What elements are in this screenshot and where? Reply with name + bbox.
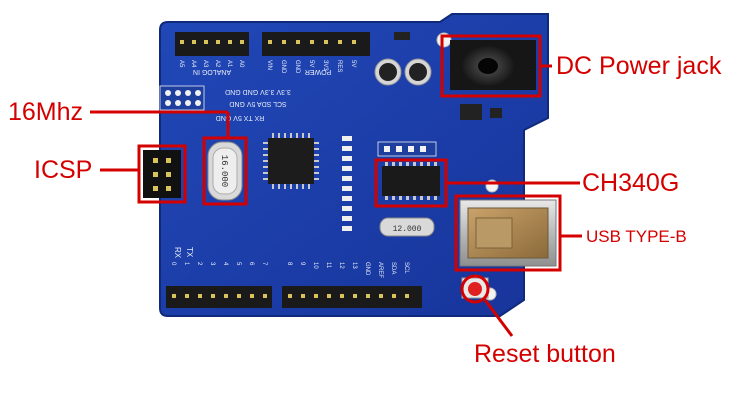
- icsp-header: [143, 150, 181, 198]
- digital-pin-label: 12: [338, 262, 344, 269]
- resistor-column: [342, 136, 352, 231]
- rx-label: RX: [173, 247, 182, 259]
- icsp-label: ICSP: [34, 156, 93, 184]
- silk-pad-grid: [159, 85, 205, 111]
- digital-pin-label: 5: [235, 262, 241, 266]
- pad-strip: [377, 141, 437, 157]
- digital-pin-label: 13: [351, 262, 357, 269]
- usb-type-b-label: USB TYPE-B: [586, 227, 687, 246]
- usb-crystal: [379, 217, 435, 237]
- power-pin-label: 5V: [308, 60, 314, 67]
- electrolytic-capacitors: [374, 58, 432, 86]
- analog-pin-label: A4: [190, 60, 196, 68]
- crystal-16mhz-label: 16Mhz: [8, 98, 84, 126]
- crystal-marking: 16.000: [219, 155, 229, 187]
- power-pin-label: 3V3: [322, 60, 328, 71]
- digital-header-right: [282, 286, 422, 308]
- silk-row-1: 3.3V 3.3V GND GND: [225, 88, 291, 95]
- digital-pin-label: 3: [209, 262, 215, 266]
- digital-pin-label: 11: [325, 262, 331, 269]
- digital-pin-label: SCL: [403, 262, 409, 274]
- power-pin-label: GND: [280, 60, 286, 74]
- analog-pin-label: A0: [238, 60, 244, 68]
- analog-pin-label: A5: [178, 60, 184, 68]
- digital-pin-label: 1: [183, 262, 189, 266]
- silk-row-2: SCL SDA 5V GND: [229, 100, 286, 107]
- reset-highlight: [460, 274, 490, 304]
- smd-diode: [394, 32, 410, 40]
- digital-pin-label: 7: [261, 262, 267, 266]
- power-header-title: POWER: [305, 68, 331, 75]
- reset-button-cap: [468, 282, 482, 296]
- analog-pin-label: A1: [226, 60, 232, 68]
- analog-header: [175, 32, 249, 56]
- ch340g-chip: [382, 162, 440, 200]
- power-pin-label: VIN: [266, 60, 272, 70]
- icsp-highlight: [137, 144, 187, 204]
- digital-pin-label: 0: [170, 262, 176, 266]
- silk-row-3: RX TX 5V GND: [216, 114, 265, 121]
- ch340g-label: CH340G: [582, 169, 680, 197]
- mcu-chip: [263, 133, 319, 189]
- digital-pin-label: AREF: [377, 262, 383, 278]
- power-pin-label: GND: [294, 60, 300, 74]
- usb-highlight: [454, 194, 562, 272]
- reset-button-label: Reset button: [474, 340, 616, 368]
- digital-pin-label: 4: [222, 262, 228, 266]
- usb-crystal-marking: 12.000: [393, 225, 422, 234]
- analog-pin-label: A2: [214, 60, 220, 68]
- power-pin-label: 5V: [350, 60, 356, 67]
- power-pin-label: RES: [336, 60, 342, 72]
- digital-pin-label: 10: [312, 262, 318, 269]
- digital-pin-label: GND: [364, 262, 370, 276]
- analog-pin-label: A3: [202, 60, 208, 68]
- tx-label: TX: [185, 247, 194, 258]
- digital-pin-label: SDA: [390, 262, 396, 274]
- voltage-regulator: [460, 104, 482, 120]
- reset-leader: [483, 299, 514, 337]
- digital-header-left: [166, 286, 272, 308]
- digital-pin-label: 8: [286, 262, 292, 266]
- digital-pin-label: 2: [196, 262, 202, 266]
- digital-pin-label: 6: [248, 262, 254, 266]
- crystal-highlight: [202, 136, 248, 206]
- dc-power-jack-label: DC Power jack: [556, 52, 722, 80]
- analog-header-title: ANALOG IN: [193, 68, 231, 75]
- digital-pin-label: 9: [299, 262, 305, 266]
